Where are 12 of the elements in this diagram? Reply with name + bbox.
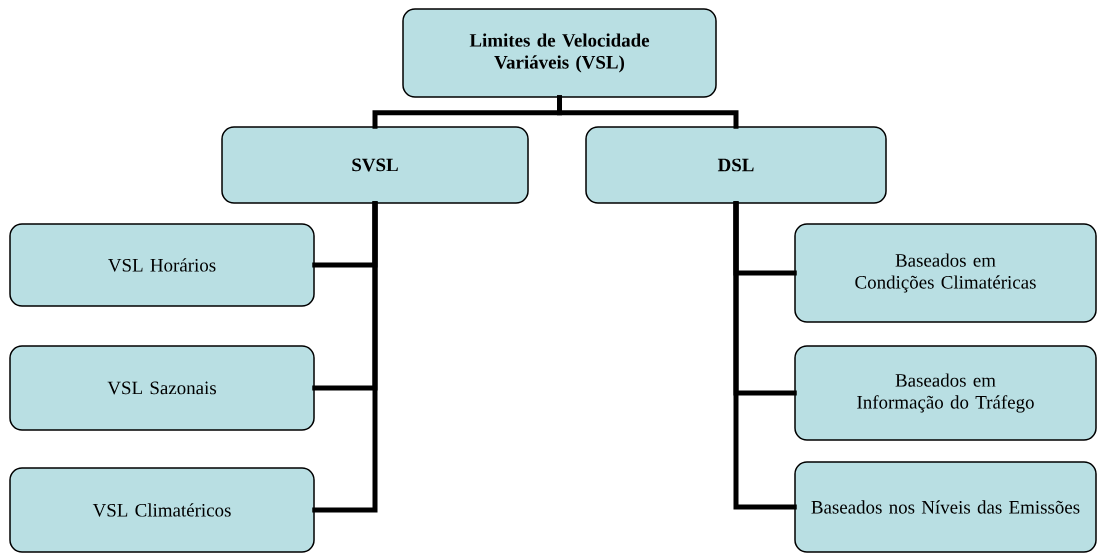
title-box: Limites de Velocidade Variáveis (VSL) bbox=[402, 8, 717, 98]
item-box: Baseados em Condições Climatéricas bbox=[794, 223, 1097, 323]
connector-line bbox=[312, 201, 378, 513]
connector-line bbox=[733, 201, 797, 510]
item-box: VSL Horários bbox=[9, 223, 315, 307]
item-box: Baseados nos Níveis das Emissões bbox=[794, 461, 1097, 553]
category-box: DSL bbox=[585, 126, 887, 204]
category-box: SVSL bbox=[221, 126, 529, 204]
item-box: VSL Sazonais bbox=[9, 345, 315, 431]
item-box: Baseados em Informação do Tráfego bbox=[794, 345, 1097, 441]
item-box: VSL Climatéricos bbox=[9, 467, 315, 553]
connector-line bbox=[557, 95, 739, 129]
